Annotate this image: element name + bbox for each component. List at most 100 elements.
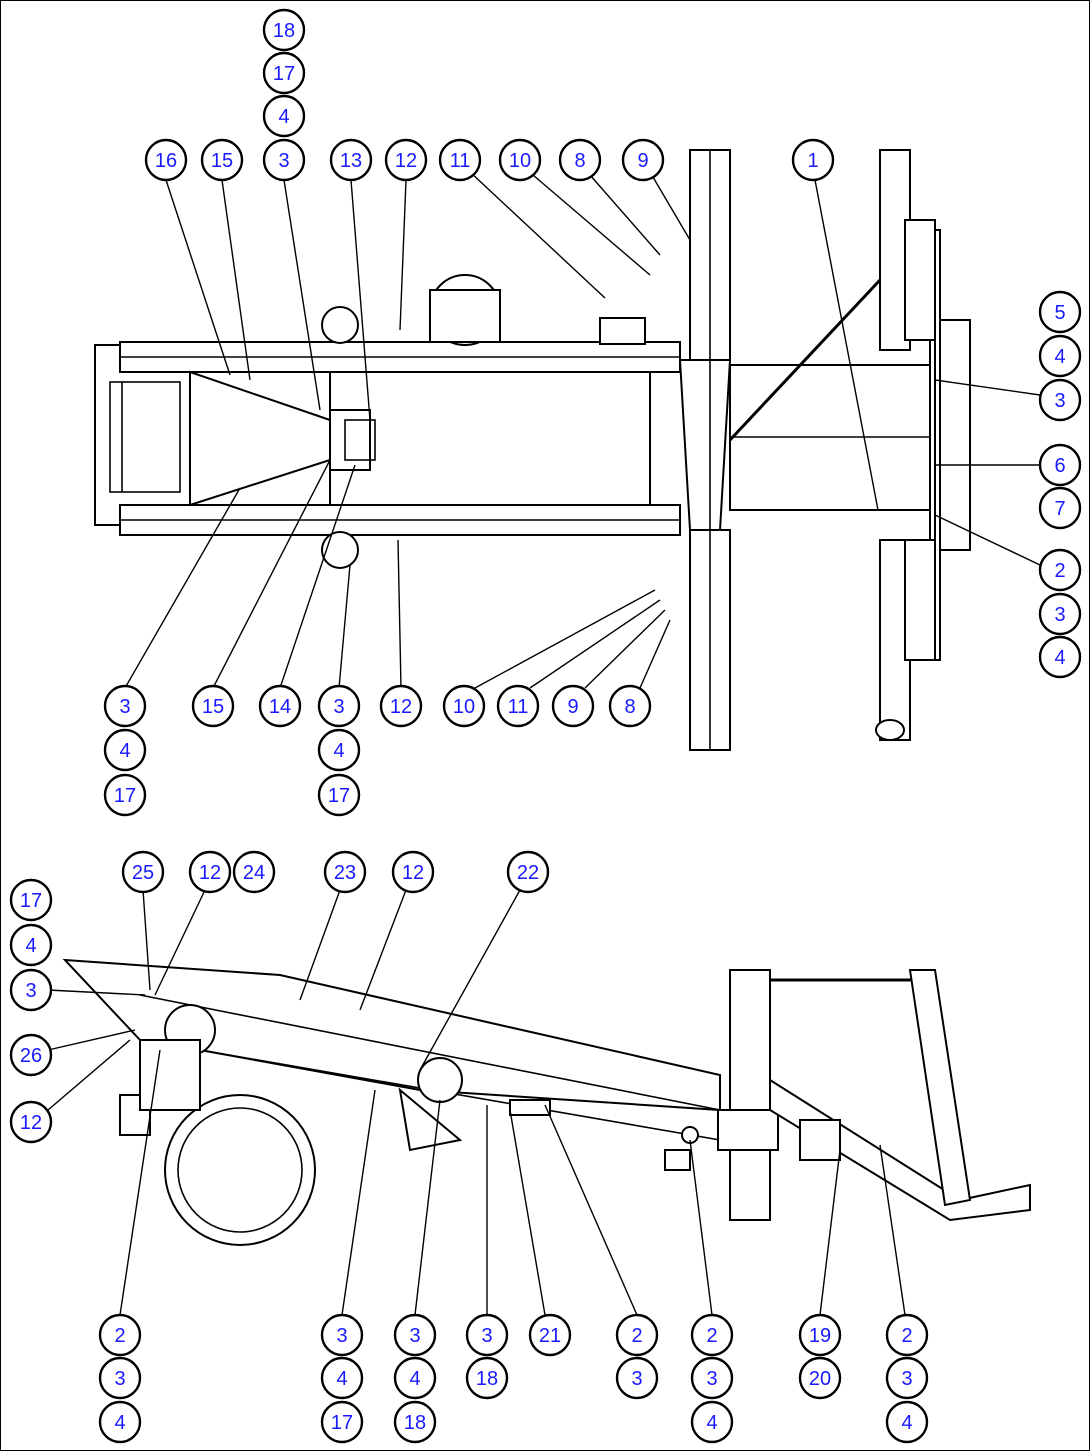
callout-17: 17 (103, 773, 147, 817)
callout-circle (121, 850, 165, 894)
callout-4: 4 (317, 728, 361, 772)
callout-11: 11 (496, 684, 540, 728)
callout-number: 3 (481, 1325, 492, 1347)
callout-circle (262, 138, 306, 182)
callout-number: 2 (114, 1325, 125, 1347)
callout-circle (103, 773, 147, 817)
callout-4: 4 (1038, 334, 1082, 378)
callout-circle (885, 1313, 929, 1357)
callout-number: 4 (336, 1368, 347, 1390)
callout-number: 17 (20, 890, 42, 912)
callout-circle (1038, 443, 1082, 487)
callout-circle (379, 684, 423, 728)
callout-number: 22 (517, 862, 539, 884)
callout-9: 9 (621, 138, 665, 182)
callout-circle (465, 1356, 509, 1400)
callout-circle (98, 1400, 142, 1444)
callout-17: 17 (9, 878, 53, 922)
callout-circle (496, 684, 540, 728)
callout-number: 5 (1054, 302, 1065, 324)
callout-circle (9, 1100, 53, 1144)
callout-2: 2 (885, 1313, 929, 1357)
callout-circle (393, 1313, 437, 1357)
callout-circle (1038, 334, 1082, 378)
callout-circle (798, 1313, 842, 1357)
callout-circle (262, 51, 306, 95)
callout-number: 12 (402, 862, 424, 884)
callout-10: 10 (442, 684, 486, 728)
callout-circle (608, 684, 652, 728)
callout-number: 4 (901, 1412, 912, 1434)
callout-10: 10 (498, 138, 542, 182)
callout-number: 15 (211, 150, 233, 172)
callout-circle (9, 923, 53, 967)
callout-14: 14 (258, 684, 302, 728)
callout-circle (690, 1313, 734, 1357)
callout-16: 16 (144, 138, 188, 182)
callout-circle (498, 138, 542, 182)
callout-12: 12 (391, 850, 435, 894)
callout-number: 4 (114, 1412, 125, 1434)
callout-4: 4 (320, 1356, 364, 1400)
callout-circle (551, 684, 595, 728)
callout-number: 3 (1054, 604, 1065, 626)
callout-number: 17 (114, 785, 136, 807)
callout-number: 4 (1054, 647, 1065, 669)
callout-number: 3 (631, 1368, 642, 1390)
callout-number: 8 (574, 150, 585, 172)
callout-18: 18 (262, 8, 306, 52)
callout-circle (791, 138, 835, 182)
callout-20: 20 (798, 1356, 842, 1400)
callout-number: 18 (273, 20, 295, 42)
callout-circle (103, 684, 147, 728)
callout-circle (262, 8, 306, 52)
callout-26: 26 (9, 1033, 53, 1077)
callout-circle (320, 1313, 364, 1357)
callout-22: 22 (506, 850, 550, 894)
callout-circle (528, 1313, 572, 1357)
callout-4: 4 (103, 728, 147, 772)
callout-number: 8 (624, 696, 635, 718)
callout-number: 2 (631, 1325, 642, 1347)
callout-circle (258, 684, 302, 728)
callout-19: 19 (798, 1313, 842, 1357)
callout-circle (1038, 290, 1082, 334)
callout-circle (317, 728, 361, 772)
callout-number: 10 (453, 696, 475, 718)
callout-number: 16 (155, 150, 177, 172)
callout-circle (9, 878, 53, 922)
callout-circle (103, 728, 147, 772)
callout-number: 3 (119, 696, 130, 718)
callout-circle (690, 1356, 734, 1400)
callout-number: 11 (508, 696, 529, 718)
callout-number: 2 (901, 1325, 912, 1347)
callout-4: 4 (393, 1356, 437, 1400)
callout-15: 15 (200, 138, 244, 182)
callout-number: 3 (706, 1368, 717, 1390)
callout-3: 3 (1038, 378, 1082, 422)
callout-number: 3 (1054, 390, 1065, 412)
callout-circle (188, 850, 232, 894)
callout-number: 4 (1054, 346, 1065, 368)
callout-circle (798, 1356, 842, 1400)
callout-2: 2 (615, 1313, 659, 1357)
callout-number: 17 (328, 785, 350, 807)
callout-15: 15 (191, 684, 235, 728)
callout-2: 2 (98, 1313, 142, 1357)
callout-4: 4 (98, 1400, 142, 1444)
callout-3: 3 (1038, 592, 1082, 636)
callout-number: 4 (119, 740, 130, 762)
callout-9: 9 (551, 684, 595, 728)
callout-7: 7 (1038, 486, 1082, 530)
callout-circle (320, 1400, 364, 1444)
callout-3: 3 (317, 684, 361, 728)
callout-17: 17 (262, 51, 306, 95)
callout-4: 4 (1038, 635, 1082, 679)
side-view-leaders (47, 889, 906, 1316)
callout-5: 5 (1038, 290, 1082, 334)
callout-number: 3 (336, 1325, 347, 1347)
callout-circle (1038, 635, 1082, 679)
callout-circle (317, 773, 361, 817)
